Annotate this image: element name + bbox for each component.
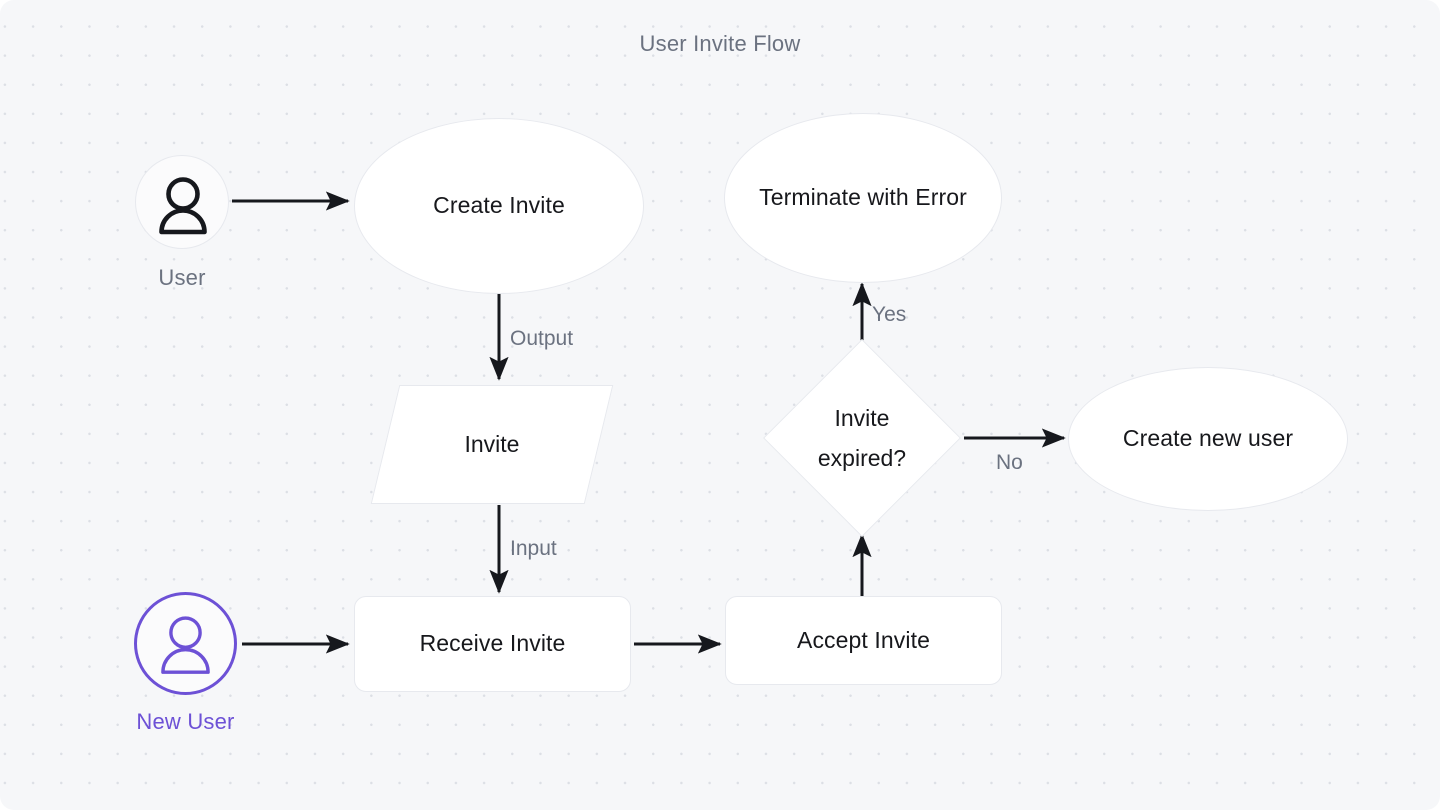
actor-user[interactable]: User (135, 155, 229, 290)
node-invite-expired-label: Invite expired? (792, 368, 932, 508)
edge-label-yes: Yes (872, 303, 907, 326)
edge-label-output: Output (510, 327, 574, 350)
node-invite[interactable]: Invite (370, 385, 614, 504)
node-create-invite[interactable]: Create Invite (354, 118, 644, 294)
node-accept-invite-label: Accept Invite (797, 626, 930, 653)
actor-user-label: User (158, 265, 206, 290)
node-accept-invite[interactable]: Accept Invite (725, 596, 1002, 685)
person-icon (159, 177, 207, 235)
person-icon (161, 616, 210, 674)
node-create-new-user[interactable]: Create new user (1068, 367, 1348, 511)
actor-new-user-circle (134, 592, 237, 695)
node-receive-invite-label: Receive Invite (419, 630, 566, 657)
node-invite-expired-label-line2: expired? (817, 445, 907, 471)
node-receive-invite[interactable]: Receive Invite (354, 596, 631, 692)
edge-label-input: Input (510, 537, 557, 560)
node-terminate-with-error-label: Terminate with Error (759, 184, 967, 211)
page-title: User Invite Flow (639, 31, 801, 56)
actor-new-user[interactable]: New User (134, 592, 237, 734)
edge-label-no: No (996, 451, 1023, 474)
actor-new-user-label: New User (136, 709, 235, 734)
node-create-invite-label: Create Invite (433, 192, 565, 219)
node-invite-expired-label-line1: Invite (834, 404, 890, 431)
actor-user-circle (135, 155, 229, 249)
node-invite-expired[interactable]: Invite expired? (763, 339, 961, 537)
node-invite-label: Invite (464, 431, 520, 457)
node-create-new-user-label: Create new user (1122, 425, 1294, 452)
node-terminate-with-error[interactable]: Terminate with Error (724, 113, 1002, 283)
